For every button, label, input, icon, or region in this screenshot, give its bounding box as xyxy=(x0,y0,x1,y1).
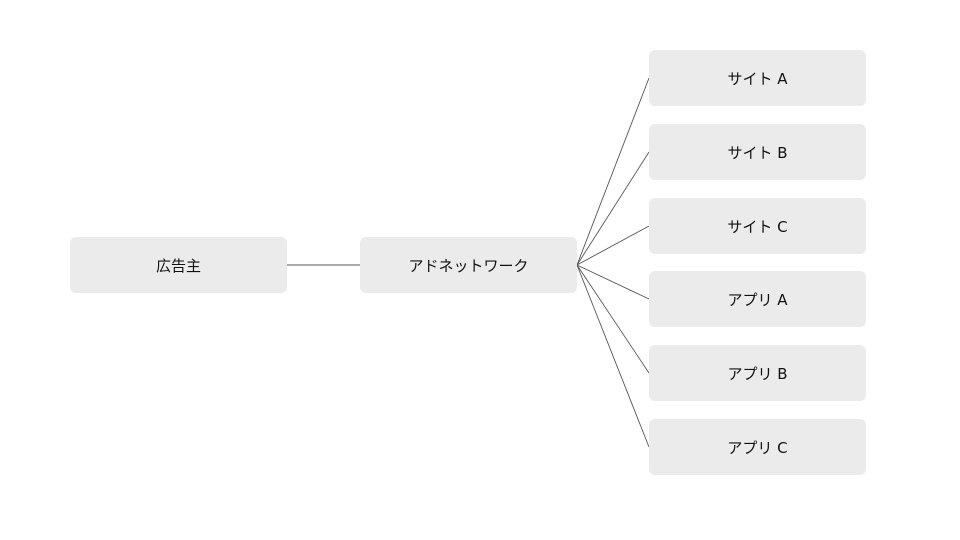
publisher-label: サイト B xyxy=(727,143,788,162)
publisher-label: アプリ A xyxy=(727,290,788,309)
publisher-node-app-c: アプリ C xyxy=(649,419,866,475)
advertiser-node: 広告主 xyxy=(70,237,287,293)
connector-network-to-site-a xyxy=(576,77,650,266)
connector-network-to-app-c xyxy=(576,264,650,448)
connector-network-to-app-a xyxy=(576,264,650,300)
ad-network-label: アドネットワーク xyxy=(408,256,529,275)
connector-network-to-site-c xyxy=(576,225,650,266)
ad-network-node: アドネットワーク xyxy=(360,237,577,293)
publisher-node-app-a: アプリ A xyxy=(649,271,866,327)
connector-network-to-app-b xyxy=(576,264,650,374)
publisher-label: サイト A xyxy=(727,69,788,88)
publisher-node-site-a: サイト A xyxy=(649,50,866,106)
publisher-node-site-b: サイト B xyxy=(649,124,866,180)
publisher-label: サイト C xyxy=(727,217,788,236)
publisher-node-site-c: サイト C xyxy=(649,198,866,254)
publisher-label: アプリ B xyxy=(727,364,788,383)
publisher-node-app-b: アプリ B xyxy=(649,345,866,401)
connector-network-to-site-b xyxy=(576,151,650,266)
publisher-label: アプリ C xyxy=(727,438,788,457)
advertiser-label: 広告主 xyxy=(155,256,201,275)
